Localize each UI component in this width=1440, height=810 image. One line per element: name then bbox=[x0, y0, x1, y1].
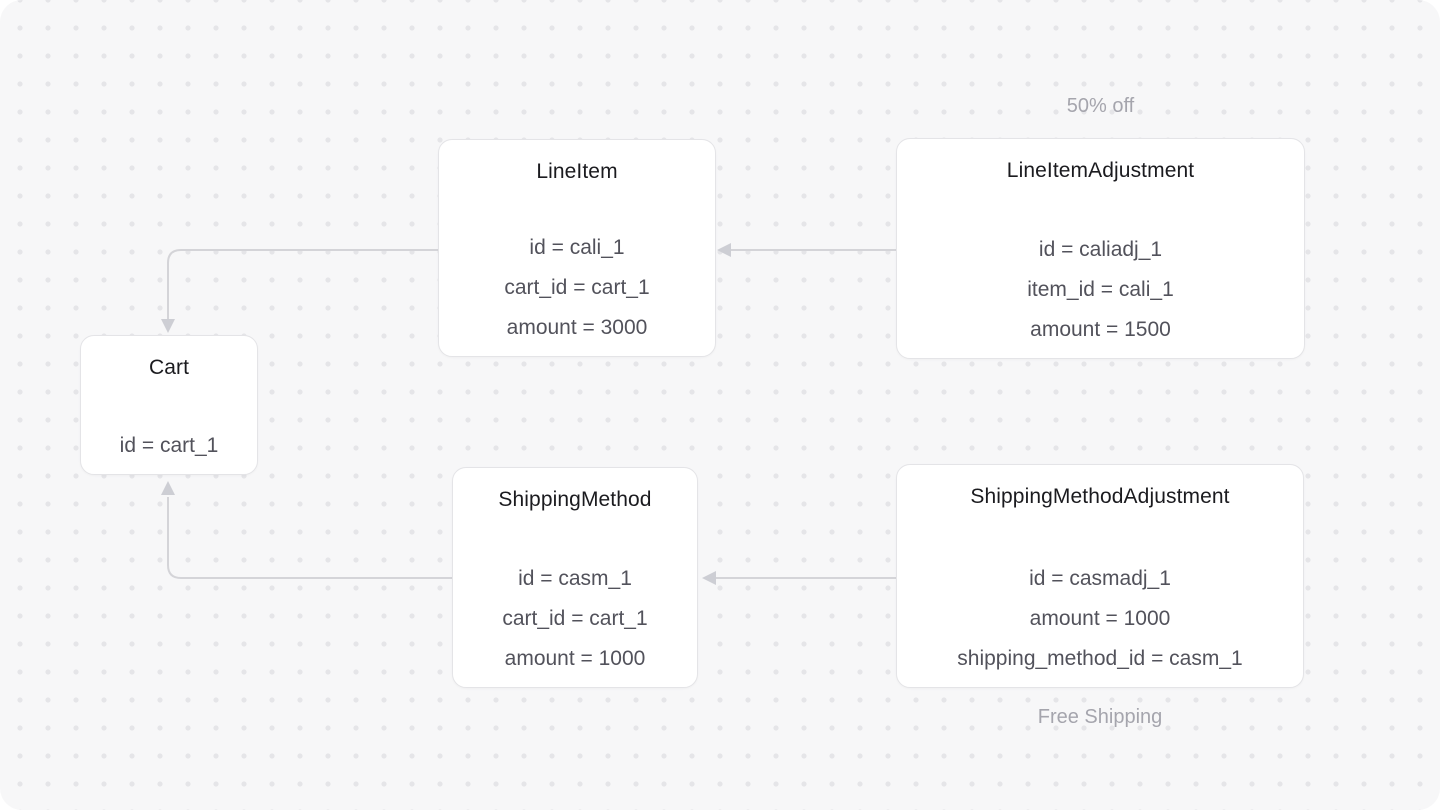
arrowhead-down-cart bbox=[161, 319, 175, 333]
node-title-cart: Cart bbox=[148, 356, 190, 379]
edge-label-50-off: 50% off bbox=[1066, 95, 1135, 117]
node-line-item-adjustment: LineItemAdjustment id = caliadj_1 item_i… bbox=[896, 138, 1305, 359]
edge-shippingmethod-to-cart bbox=[167, 497, 452, 579]
node-title-line-item-adjustment: LineItemAdjustment bbox=[1006, 159, 1195, 182]
node-attr: id = cali_1 bbox=[529, 236, 625, 259]
node-attr: amount = 3000 bbox=[506, 316, 648, 339]
node-attr: id = cart_1 bbox=[119, 434, 219, 457]
node-attr: item_id = cali_1 bbox=[1027, 278, 1174, 301]
edge-label-free-shipping: Free Shipping bbox=[1037, 706, 1163, 728]
node-attr: cart_id = cart_1 bbox=[502, 607, 648, 630]
node-attr: id = caliadj_1 bbox=[1038, 238, 1163, 261]
node-attr: shipping_method_id = casm_1 bbox=[957, 647, 1243, 670]
node-attr: amount = 1500 bbox=[1030, 318, 1171, 341]
node-attr: amount = 1000 bbox=[1029, 607, 1171, 630]
arrowhead-left-lineitem bbox=[717, 243, 731, 257]
node-attrs-cart: id = cart_1 bbox=[81, 426, 257, 474]
node-attr: id = casm_1 bbox=[518, 567, 632, 590]
arrowhead-left-shippingmethod bbox=[702, 571, 716, 585]
arrowhead-up-cart bbox=[161, 481, 175, 495]
node-attr: amount = 1000 bbox=[504, 647, 646, 670]
node-shipping-method-adjustment: ShippingMethodAdjustment id = casmadj_1 … bbox=[896, 464, 1304, 688]
node-title-line-item: LineItem bbox=[536, 160, 618, 183]
edge-lineitem-to-cart bbox=[167, 249, 438, 321]
node-attr: id = casmadj_1 bbox=[1029, 567, 1171, 590]
node-attrs-shipping-method-adjustment: id = casmadj_1 amount = 1000 shipping_me… bbox=[897, 559, 1303, 687]
node-attrs-shipping-method: id = casm_1 cart_id = cart_1 amount = 10… bbox=[453, 559, 697, 687]
node-cart: Cart id = cart_1 bbox=[80, 335, 258, 475]
node-attrs-line-item: id = cali_1 cart_id = cart_1 amount = 30… bbox=[439, 228, 715, 356]
node-title-shipping-method-adjustment: ShippingMethodAdjustment bbox=[970, 485, 1230, 508]
node-line-item: LineItem id = cali_1 cart_id = cart_1 am… bbox=[438, 139, 716, 357]
node-attr: cart_id = cart_1 bbox=[504, 276, 650, 299]
node-attrs-line-item-adjustment: id = caliadj_1 item_id = cali_1 amount =… bbox=[897, 230, 1304, 358]
node-title-shipping-method: ShippingMethod bbox=[498, 488, 652, 511]
node-shipping-method: ShippingMethod id = casm_1 cart_id = car… bbox=[452, 467, 698, 688]
